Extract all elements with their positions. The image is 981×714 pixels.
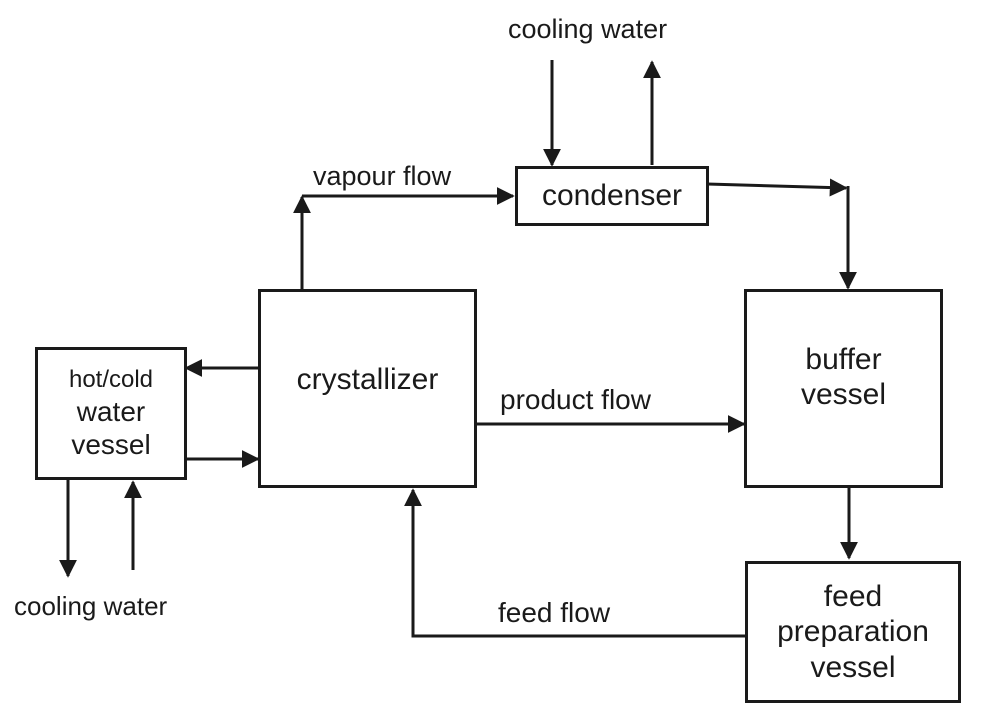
node-crystallizer: crystallizer (258, 289, 477, 488)
node-label-line: feed (823, 579, 883, 613)
label-feed-flow: feed flow (498, 597, 611, 628)
node-label-line: vessel (800, 378, 887, 412)
node-label-line: hot/cold (68, 366, 154, 394)
node-feed-preparation-vessel: feed preparation vessel (745, 561, 961, 703)
node-label-line: vessel (810, 650, 896, 684)
node-label: condenser (541, 179, 683, 213)
label-cooling-water-bottom: cooling water (14, 591, 168, 621)
node-label-line: water (76, 395, 146, 427)
node-label-line: preparation (777, 615, 929, 649)
node-condenser: condenser (515, 166, 709, 226)
node-label-line: buffer (805, 343, 882, 376)
node-hot-cold-water-vessel: hot/cold water vessel (35, 347, 187, 480)
label-product-flow: product flow (500, 384, 651, 415)
label-vapour-flow: vapour flow (313, 161, 452, 191)
node-label-line: vessel (71, 428, 151, 460)
node-label: crystallizer (296, 363, 439, 396)
label-cooling-water-top: cooling water (508, 14, 668, 44)
edge-condenser-right (706, 178, 848, 197)
node-buffer-vessel: buffer vessel (744, 289, 943, 488)
edge-feed-flow (404, 488, 748, 638)
